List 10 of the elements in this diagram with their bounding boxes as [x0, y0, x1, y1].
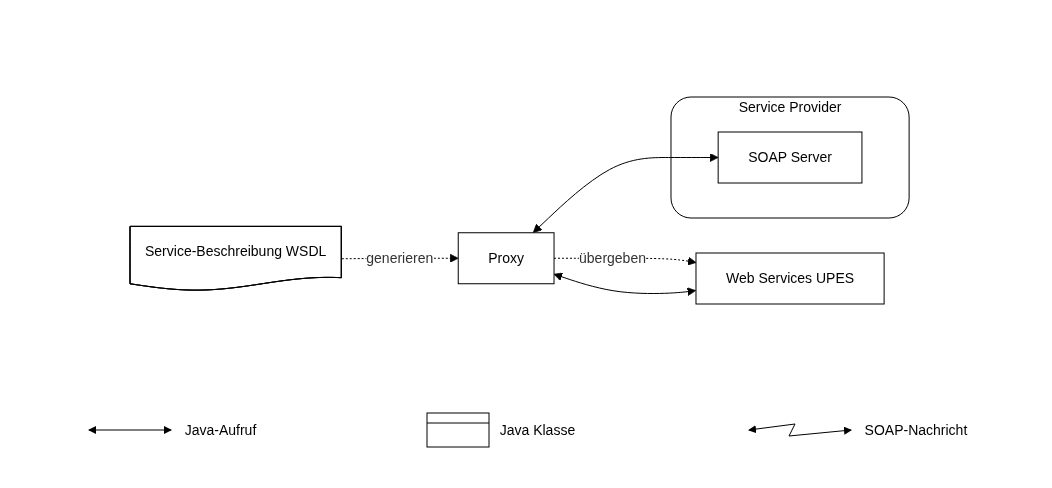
- legend-text: Java Klasse: [499, 422, 576, 438]
- node-box: SOAP Server: [718, 131, 863, 183]
- arrow: [554, 272, 697, 296]
- node-box: Web Services UPES: [695, 252, 886, 304]
- node-box: Proxy: [458, 231, 555, 284]
- legend-text: Java-Aufruf: [184, 422, 257, 438]
- arrow: [533, 152, 719, 233]
- edge-label: generieren: [366, 249, 434, 266]
- edge-label: übergeben: [579, 249, 647, 266]
- legend-text: SOAP-Nachricht: [864, 422, 968, 438]
